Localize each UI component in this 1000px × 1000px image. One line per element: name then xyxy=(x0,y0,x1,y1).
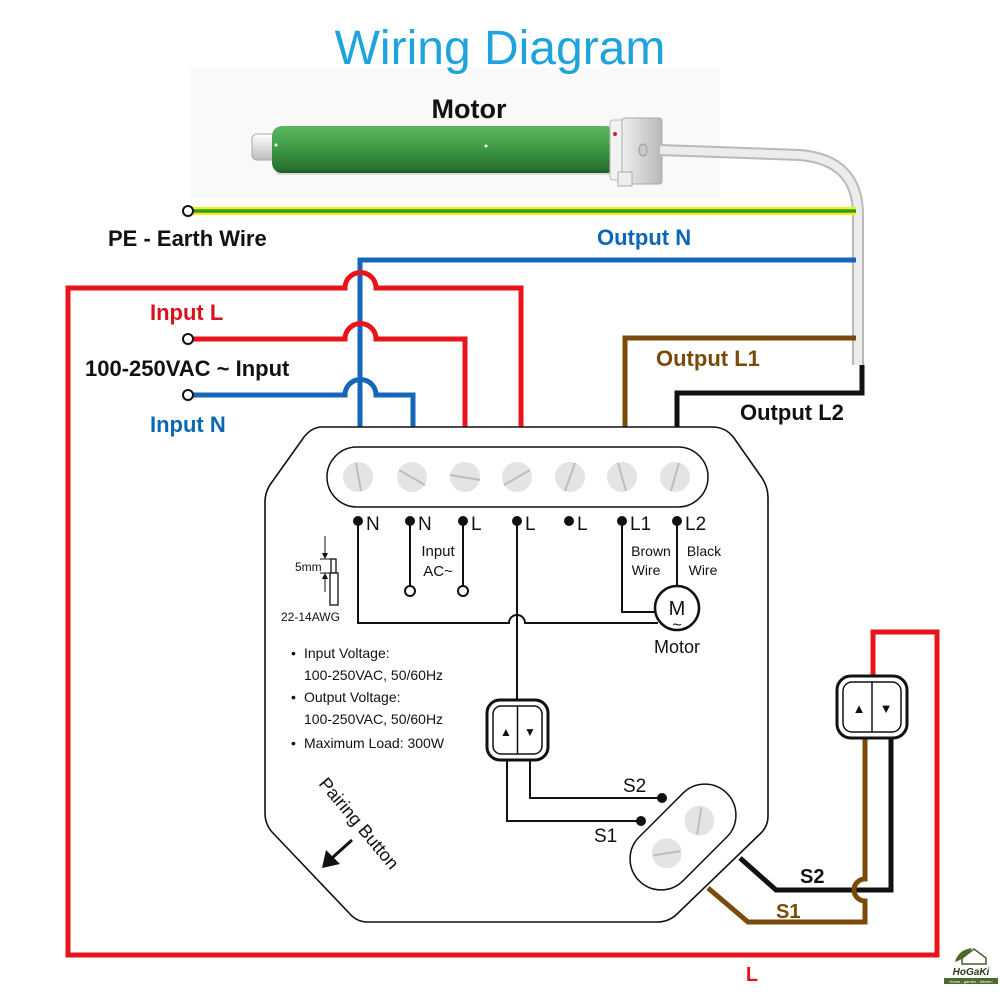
terminal-block xyxy=(326,446,709,508)
motor-symbol-tilde: ~ xyxy=(672,617,681,634)
motor-symbol-icon: M ~ xyxy=(653,584,701,634)
motor-label: Motor xyxy=(432,94,507,124)
output-n-label: Output N xyxy=(597,225,691,250)
external-switch-up-icon: ▲ xyxy=(853,701,866,716)
motor-symbol-label: Motor xyxy=(654,637,700,657)
wire-strip-diagram xyxy=(320,536,339,606)
s2-terminal-label: S2 xyxy=(623,776,646,797)
black-wire-label-line2: Wire xyxy=(689,562,718,578)
s2-schematic-line xyxy=(529,760,662,799)
input-l-wire xyxy=(193,321,468,428)
output-l1-label: Output L1 xyxy=(656,346,760,371)
input-n-label: Input N xyxy=(150,412,226,437)
output-n-wire xyxy=(357,257,856,428)
external-wall-switch-icon: ▲ ▼ xyxy=(835,674,909,740)
tubular-motor-icon xyxy=(251,117,663,187)
live-loop-label: L xyxy=(746,964,758,986)
terminal-label-l2: L2 xyxy=(685,514,706,535)
input-l-terminal-icon xyxy=(182,333,194,345)
house-icon xyxy=(961,948,987,965)
terminal-label-l: L xyxy=(577,514,588,535)
terminal-label-l-switch: L xyxy=(525,514,536,535)
s1-wire-label: S1 xyxy=(776,901,800,923)
s1-wire xyxy=(706,738,868,925)
pairing-arrow-icon xyxy=(322,838,354,868)
s2-wire-label: S2 xyxy=(800,866,824,888)
s1-terminal-label: S1 xyxy=(594,826,617,847)
output-l2-wire xyxy=(674,365,865,428)
s2-dot-icon xyxy=(657,793,667,803)
terminal-label-n-output: N xyxy=(366,514,380,535)
wall-switch-schematic-icon: ▲ ▼ xyxy=(485,698,550,762)
terminal-dot-icon xyxy=(564,516,574,526)
input-n-wire xyxy=(193,377,416,428)
pe-terminal-icon xyxy=(182,205,194,217)
specs-list: • Input Voltage: 100-250VAC, 50/60Hz • O… xyxy=(291,645,445,751)
strip-length-label: 5mm xyxy=(295,560,322,574)
spec-input-voltage-value: 100-250VAC, 50/60Hz xyxy=(304,667,443,683)
input-n-terminal-icon xyxy=(182,389,194,401)
s2-wire xyxy=(738,738,894,893)
s1-dot-icon xyxy=(636,816,646,826)
live-loop-wire xyxy=(65,270,940,958)
switch-up-icon: ▲ xyxy=(500,725,512,739)
spec-max-load: Maximum Load: 300W xyxy=(304,735,445,751)
page-title: Wiring Diagram xyxy=(335,22,666,75)
neutral-schematic-line xyxy=(357,521,658,624)
motor-cable-inner xyxy=(659,146,862,365)
input-l-label: Input L xyxy=(150,300,223,325)
motor-symbol-letter: M xyxy=(669,598,686,620)
terminal-labels: N N L L L L1 L2 xyxy=(353,514,706,535)
switch-terminal-block xyxy=(629,783,737,891)
brown-wire-label-line1: Brown xyxy=(631,543,671,559)
spec-bullet-icon: • xyxy=(291,645,296,661)
input-voltage-label: 100-250VAC ~ Input xyxy=(85,356,290,381)
brand-tagline: Home - garden - kitchen xyxy=(950,979,993,984)
output-l2-label: Output L2 xyxy=(740,400,844,425)
terminal-label-l1: L1 xyxy=(630,514,651,535)
l1-schematic-line xyxy=(621,521,656,613)
input-l-open-terminal-icon xyxy=(457,585,469,597)
spec-input-voltage-title: Input Voltage: xyxy=(304,645,390,661)
input-ac-label-line1: Input xyxy=(421,543,455,560)
terminal-screw-icon xyxy=(343,462,373,492)
terminal-screw-icon xyxy=(607,462,637,492)
pe-earth-wire xyxy=(182,205,856,217)
input-ac-label-line2: AC~ xyxy=(423,563,453,580)
black-wire-label-line1: Black xyxy=(687,543,722,559)
spec-bullet-icon: • xyxy=(291,735,296,751)
spec-bullet-icon: • xyxy=(291,689,296,705)
terminal-label-n-input: N xyxy=(418,514,432,535)
terminal-screw-icon xyxy=(555,462,585,492)
terminal-screw-icon xyxy=(449,462,481,492)
brown-wire-label-line2: Wire xyxy=(632,562,661,578)
input-n-open-terminal-icon xyxy=(404,585,416,597)
terminal-label-l-input: L xyxy=(471,514,482,535)
brand-name: HoGaKi xyxy=(953,967,990,978)
switch-down-icon: ▼ xyxy=(524,725,536,739)
s1-schematic-line xyxy=(506,760,641,822)
brand-logo: HoGaKi Home - garden - kitchen xyxy=(944,948,998,984)
spec-output-voltage-value: 100-250VAC, 50/60Hz xyxy=(304,711,443,727)
external-switch-down-icon: ▼ xyxy=(880,701,893,716)
terminal-screw-icon xyxy=(397,462,427,492)
terminal-screw-icon xyxy=(660,462,690,492)
leaf-icon xyxy=(955,948,972,962)
spec-output-voltage-title: Output Voltage: xyxy=(304,689,401,705)
pe-earth-label: PE - Earth Wire xyxy=(108,226,267,251)
terminal-screw-icon xyxy=(502,462,532,492)
wire-gauge-label: 22-14AWG xyxy=(281,610,340,624)
output-l1-wire xyxy=(622,335,856,428)
